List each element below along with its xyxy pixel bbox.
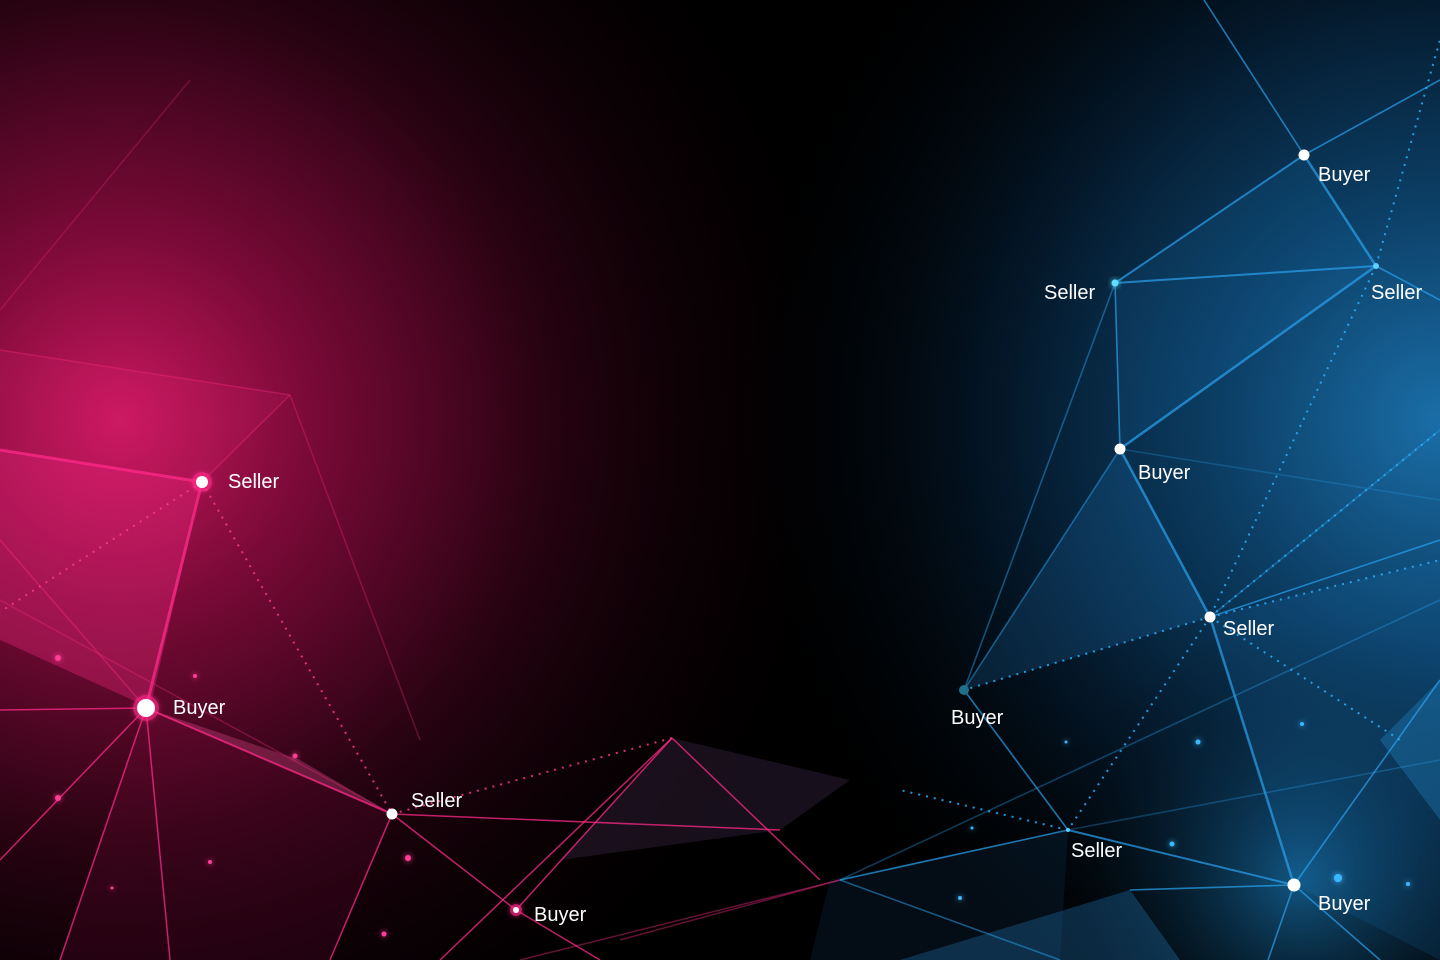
node-label-seller: Seller (1071, 840, 1122, 862)
node-seller-marker (1373, 263, 1379, 269)
node-label-buyer: Buyer (951, 707, 1004, 729)
node-seller-marker (196, 476, 208, 488)
node-buyer-marker (959, 685, 969, 695)
node-buyer-marker (513, 907, 519, 913)
node-label-seller: Seller (411, 790, 462, 812)
node-buyer-marker (1115, 444, 1126, 455)
node-seller-marker (387, 809, 398, 820)
node-buyer-marker (137, 699, 155, 717)
node-seller-marker (1066, 828, 1070, 832)
node-buyer-marker (1299, 150, 1310, 161)
node-label-seller: Seller (228, 471, 279, 493)
node-label-buyer: Buyer (1318, 164, 1371, 186)
node-seller-marker (1112, 280, 1119, 287)
node-buyer-marker (1288, 879, 1301, 892)
node-seller-marker (1205, 612, 1216, 623)
node-label-buyer: Buyer (1138, 462, 1191, 484)
node-label-buyer: Buyer (534, 904, 587, 926)
node-label-buyer: Buyer (173, 697, 226, 719)
node-label-buyer: Buyer (1318, 893, 1371, 915)
node-label-seller: Seller (1223, 618, 1274, 640)
node-label-seller: Seller (1044, 282, 1095, 304)
node-label-seller: Seller (1371, 282, 1422, 304)
